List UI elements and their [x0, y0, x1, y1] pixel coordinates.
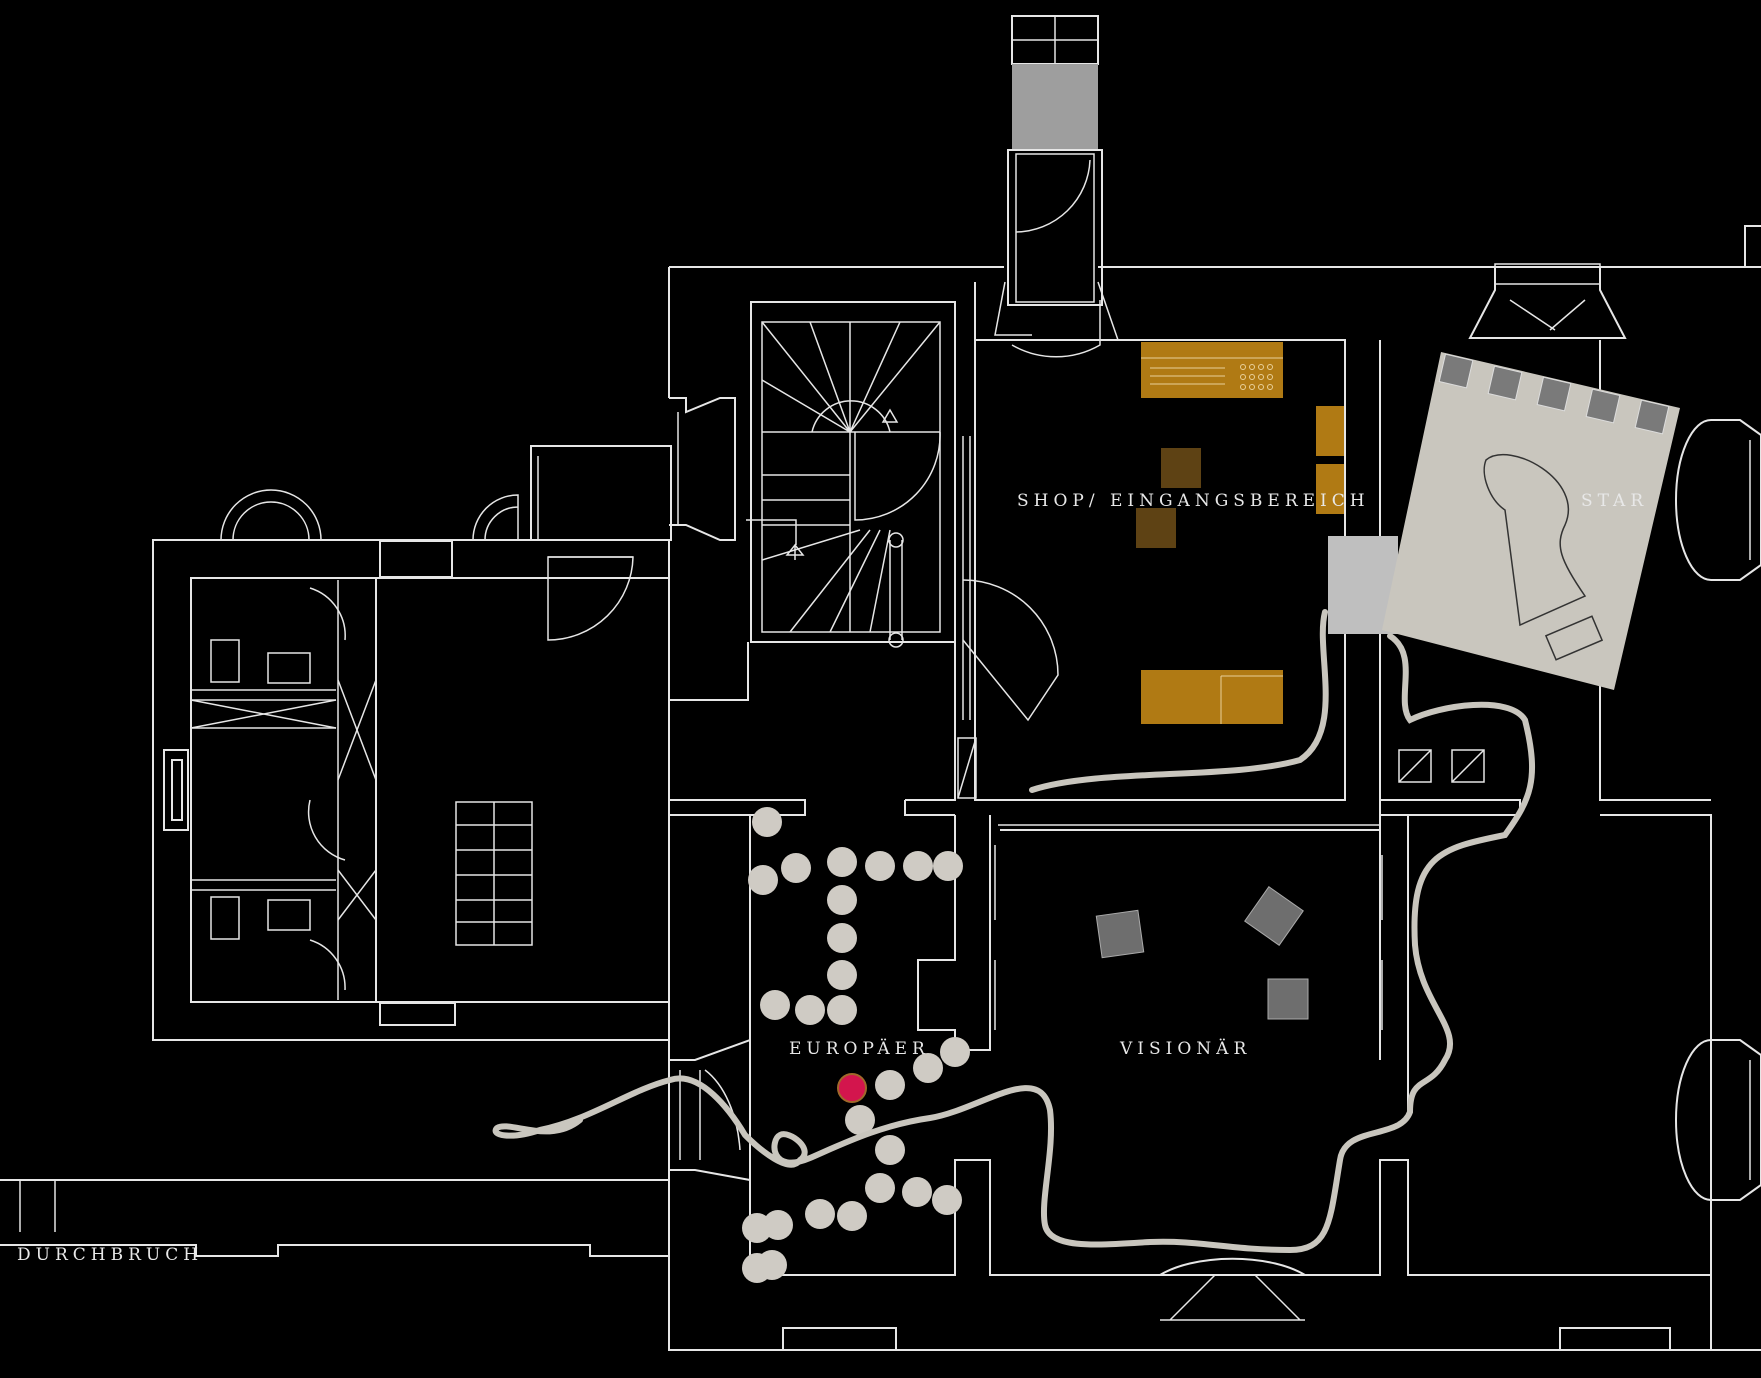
red-marker — [837, 1073, 867, 1103]
star-furniture — [1328, 352, 1680, 690]
grand-piano — [1483, 454, 1587, 627]
durchbruch-strip — [0, 1179, 669, 1257]
europaer-dots — [742, 807, 970, 1283]
label-visionaer: VISIONÄR — [1119, 1038, 1251, 1059]
shop-furniture — [1136, 342, 1344, 724]
label-durchbruch: DURCHBRUCH — [17, 1245, 203, 1265]
label-shop: SHOP/ EINGANGSBEREICH — [1017, 491, 1370, 511]
ribbon-path — [492, 609, 1536, 1254]
visionaer-box-1 — [1095, 909, 1145, 959]
label-star: STAR — [1581, 491, 1648, 511]
visionaer-box-3 — [1267, 978, 1309, 1020]
star-stage — [1382, 352, 1680, 690]
piano-bench — [1544, 615, 1604, 661]
shop-shelf-1 — [1316, 406, 1344, 456]
shop-shelf-2 — [1316, 464, 1344, 514]
entrance-tower — [994, 15, 1119, 358]
shop-table — [1141, 670, 1283, 724]
visionaer-box-2 — [1244, 886, 1304, 946]
shop-cube-1 — [1161, 448, 1201, 488]
label-europaer: EUROPÄER — [789, 1038, 930, 1059]
main-house — [668, 225, 1761, 1351]
shop-cube-2 — [1136, 508, 1176, 548]
visionaer-furniture — [1095, 886, 1309, 1020]
left-wing — [152, 445, 672, 1041]
